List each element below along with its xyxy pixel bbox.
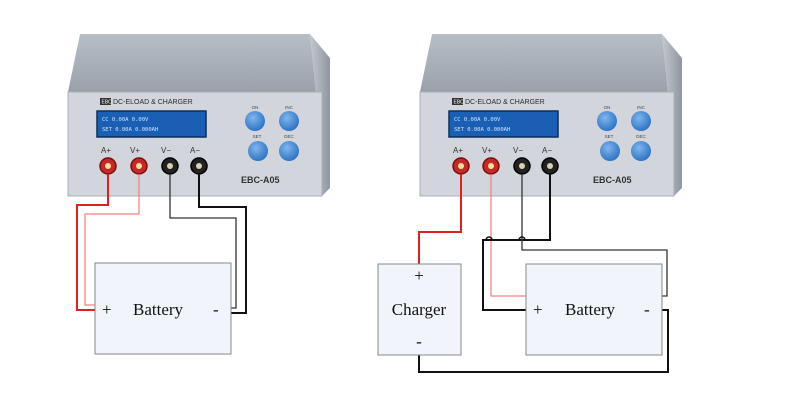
- terminal-label-v-plus: V+: [130, 146, 140, 155]
- battery-plus-label: +: [102, 300, 112, 319]
- dec-button[interactable]: [279, 141, 299, 161]
- battery-label: Battery: [133, 300, 184, 319]
- terminal-a-plus-center: [105, 163, 111, 169]
- wire-a-minus-battery-plus: [482, 174, 551, 311]
- terminal-label-a-minus: A−: [542, 146, 552, 155]
- terminal-label-v-minus: V−: [513, 146, 523, 155]
- button-label-dec: DEC: [636, 134, 646, 139]
- wire-crossing: [518, 236, 526, 241]
- charger: + Charger -: [377, 263, 462, 356]
- terminal-a-plus-center: [458, 163, 464, 169]
- wire-crossing: [485, 236, 493, 241]
- button-label-inc: INC: [285, 105, 294, 110]
- lcd-line-2: SET 0.00A 0.000AH: [102, 127, 158, 133]
- device-case-top: [420, 34, 668, 92]
- battery-box: [94, 262, 232, 355]
- terminal-label-v-plus: V+: [482, 146, 492, 155]
- inc-button[interactable]: [279, 111, 299, 131]
- wire-a-plus-charger: [418, 174, 462, 264]
- button-label-dec: DEC: [284, 134, 294, 139]
- inc-button[interactable]: [631, 111, 651, 131]
- charger-minus-label: -: [416, 332, 422, 351]
- lcd-line-2: SET 0.00A 0.000AH: [454, 127, 510, 133]
- on-button[interactable]: [245, 111, 265, 131]
- terminal-label-v-minus: V−: [161, 146, 171, 155]
- battery-label: Battery: [565, 300, 616, 319]
- brand-logo-text: EBC: [454, 100, 465, 106]
- brand-logo: [452, 98, 463, 105]
- lcd-line-1: CC 0.00A 0.00V: [102, 117, 149, 123]
- dec-button[interactable]: [631, 141, 651, 161]
- wire-v-minus: [169, 174, 237, 309]
- set-button[interactable]: [248, 141, 268, 161]
- left-battery: + Battery -: [94, 262, 232, 355]
- wire-v-plus-battery: [490, 174, 526, 297]
- charger-plus-label: +: [414, 266, 424, 285]
- lcd-line-1: CC 0.00A 0.00V: [454, 117, 501, 123]
- terminal-v-plus-center: [488, 163, 494, 169]
- device-case-top: [68, 34, 316, 92]
- battery-minus-label: -: [644, 300, 650, 319]
- charger-box: [377, 263, 462, 356]
- terminal-label-a-minus: A−: [190, 146, 200, 155]
- button-label-set: SET: [605, 134, 614, 139]
- lcd-display: [96, 110, 207, 138]
- terminal-a-minus-center: [196, 163, 202, 169]
- brand-text: DC-ELOAD & CHARGER: [465, 99, 545, 106]
- terminal-v-plus-center: [136, 163, 142, 169]
- wire-v-minus-battery: [521, 174, 668, 297]
- brand-logo: [100, 98, 111, 105]
- brand-logo-text: EBC: [102, 100, 113, 106]
- battery-minus-label: -: [213, 300, 219, 319]
- device-left: EBC DC-ELOAD & CHARGER CC 0.00A 0.00V SE…: [67, 34, 330, 197]
- device-right: EBC DC-ELOAD & CHARGER CC 0.00A 0.00V SE…: [419, 34, 682, 197]
- terminal-label-a-plus: A+: [101, 146, 111, 155]
- set-button[interactable]: [600, 141, 620, 161]
- battery-plus-label: +: [533, 300, 543, 319]
- brand-text: DC-ELOAD & CHARGER: [113, 99, 193, 106]
- wire-a-minus: [198, 174, 247, 314]
- wire-battery-minus-charger: [418, 309, 669, 373]
- terminal-v-minus-center: [167, 163, 173, 169]
- button-label-on: ON: [252, 105, 259, 110]
- on-button[interactable]: [597, 111, 617, 131]
- wire-v-plus: [84, 174, 140, 306]
- left-wires: [76, 174, 247, 314]
- model-label: EBC-A05: [593, 175, 632, 185]
- button-label-set: SET: [253, 134, 262, 139]
- button-label-on: ON: [604, 105, 611, 110]
- model-label: EBC-A05: [241, 175, 280, 185]
- terminal-a-minus-center: [547, 163, 553, 169]
- lcd-display: [448, 110, 559, 138]
- device-front-panel: [419, 91, 675, 197]
- terminal-v-minus-center: [519, 163, 525, 169]
- wire-a-plus: [76, 174, 109, 311]
- charger-label: Charger: [392, 300, 447, 319]
- button-label-inc: INC: [637, 105, 646, 110]
- terminal-label-a-plus: A+: [453, 146, 463, 155]
- battery-box: [525, 263, 663, 356]
- right-battery: + Battery -: [525, 263, 663, 356]
- right-wires: [418, 174, 669, 373]
- device-front-panel: [67, 91, 323, 197]
